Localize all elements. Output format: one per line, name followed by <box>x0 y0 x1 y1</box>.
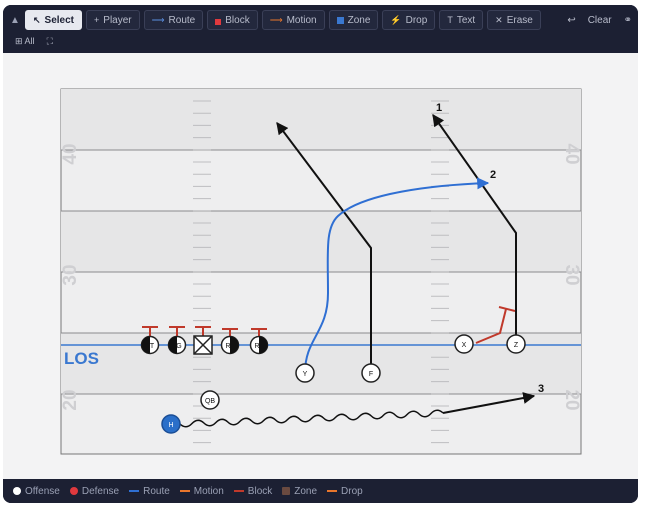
zone-square-icon <box>336 16 344 24</box>
route-z-post[interactable] <box>432 114 517 344</box>
tool-route-button[interactable]: ⟶Route <box>143 10 204 30</box>
player-qb-label: QB <box>205 398 215 405</box>
legend-drop: Drop <box>327 486 363 497</box>
player-z[interactable]: Z <box>506 334 526 354</box>
player-qb[interactable]: QB <box>200 390 220 410</box>
block-x-cap <box>498 306 516 312</box>
arrow-right-icon: ⟶ <box>151 14 165 25</box>
routes[interactable] <box>179 114 536 428</box>
player-x-label: X <box>462 342 467 349</box>
legend-zone: Zone <box>282 486 317 497</box>
player-h-label: H <box>168 422 173 429</box>
yard-number-40-right: 40 <box>561 143 582 164</box>
block-x[interactable] <box>475 308 507 344</box>
yard-number-40-left: 40 <box>60 143 81 164</box>
player-rg[interactable]: R <box>220 335 240 355</box>
motion-line-icon: ⟶ <box>269 14 283 25</box>
yard-number-20-right: 20 <box>561 389 582 410</box>
field: 40 40 30 30 20 20 <box>60 88 582 455</box>
player-y[interactable]: Y <box>295 363 315 383</box>
tool-select-button[interactable]: ↖Select <box>25 10 83 30</box>
player-x[interactable]: X <box>454 334 474 354</box>
player-rt-label: R <box>254 343 259 350</box>
player-h[interactable]: H <box>161 414 181 434</box>
offense-dot-icon <box>13 487 21 495</box>
los-label: LOS <box>64 349 99 368</box>
link-icon[interactable]: ⚭ <box>623 14 632 26</box>
clear-button[interactable]: Clear <box>587 14 612 26</box>
player-lg-label: G <box>176 343 181 350</box>
drop-line-icon <box>327 490 338 492</box>
route-y-blue[interactable] <box>304 177 490 374</box>
tool-block-button[interactable]: Block <box>207 10 258 30</box>
player-f-label: F <box>369 371 373 378</box>
route-h-arrow[interactable] <box>442 392 536 414</box>
legend-offense: Offense <box>13 486 60 497</box>
route-label-2: 2 <box>490 169 496 181</box>
legend-block: Block <box>233 486 272 497</box>
route-h-motion[interactable] <box>179 409 444 428</box>
lightning-icon: ⚡ <box>390 14 402 25</box>
field-svg[interactable]: 40 40 30 30 20 20 LOS 1 <box>3 53 638 479</box>
defense-dot-icon <box>69 487 78 495</box>
player-lt[interactable]: T <box>140 335 160 355</box>
legend-defense: Defense <box>69 486 119 497</box>
block-square-icon <box>215 16 222 25</box>
collapse-toolbar-icon[interactable]: ▲ <box>10 14 20 26</box>
tool-drop-button[interactable]: ⚡Drop <box>382 10 436 30</box>
block-line-icon <box>233 490 244 492</box>
plus-icon: + <box>94 15 100 25</box>
cursor-icon: ↖ <box>33 14 41 25</box>
playbook-app: ▲ ↖Select +Player ⟶Route Block ⟶Motion Z… <box>3 5 638 503</box>
fullscreen-icon[interactable]: ⛶ <box>46 35 53 46</box>
route-line-icon <box>129 490 140 492</box>
player-y-label: Y <box>303 371 308 378</box>
yard-number-30-left: 30 <box>60 264 81 285</box>
toolbar: ▲ ↖Select +Player ⟶Route Block ⟶Motion Z… <box>3 5 638 53</box>
text-t-icon: T <box>447 15 453 25</box>
player-center[interactable] <box>193 335 213 355</box>
player-lt-label: T <box>150 343 155 350</box>
play-canvas[interactable]: 40 40 30 30 20 20 LOS 1 <box>3 53 638 479</box>
legend-motion: Motion <box>179 486 224 497</box>
grid-icon: ⊞ <box>15 35 23 46</box>
tool-erase-button[interactable]: ✕Erase <box>487 10 541 30</box>
tool-player-button[interactable]: +Player <box>86 10 140 30</box>
tool-zone-button[interactable]: Zone <box>328 10 379 30</box>
zone-square-icon <box>282 487 291 495</box>
player-rt[interactable]: R <box>249 335 269 355</box>
route-labels: 1 2 3 <box>436 102 544 395</box>
route-label-1: 1 <box>436 102 442 114</box>
player-z-label: Z <box>514 342 519 349</box>
yard-number-20-left: 20 <box>60 389 81 410</box>
legend-route: Route <box>129 486 170 497</box>
players[interactable]: T G R <box>140 334 526 434</box>
motion-line-icon <box>179 490 190 492</box>
undo-icon[interactable]: ↩ <box>567 14 576 26</box>
select-all-button[interactable]: ⊞All <box>15 35 35 47</box>
player-lg[interactable]: G <box>167 335 187 355</box>
route-label-3: 3 <box>538 383 544 395</box>
player-f[interactable]: F <box>361 363 381 383</box>
x-icon: ✕ <box>495 14 503 25</box>
player-rg-label: R <box>225 343 230 350</box>
yard-number-30-right: 30 <box>561 264 582 285</box>
tool-motion-button[interactable]: ⟶Motion <box>261 10 325 30</box>
route-f-post[interactable] <box>276 122 372 373</box>
legend: Offense Defense Route Motion Block Zone … <box>3 479 638 503</box>
